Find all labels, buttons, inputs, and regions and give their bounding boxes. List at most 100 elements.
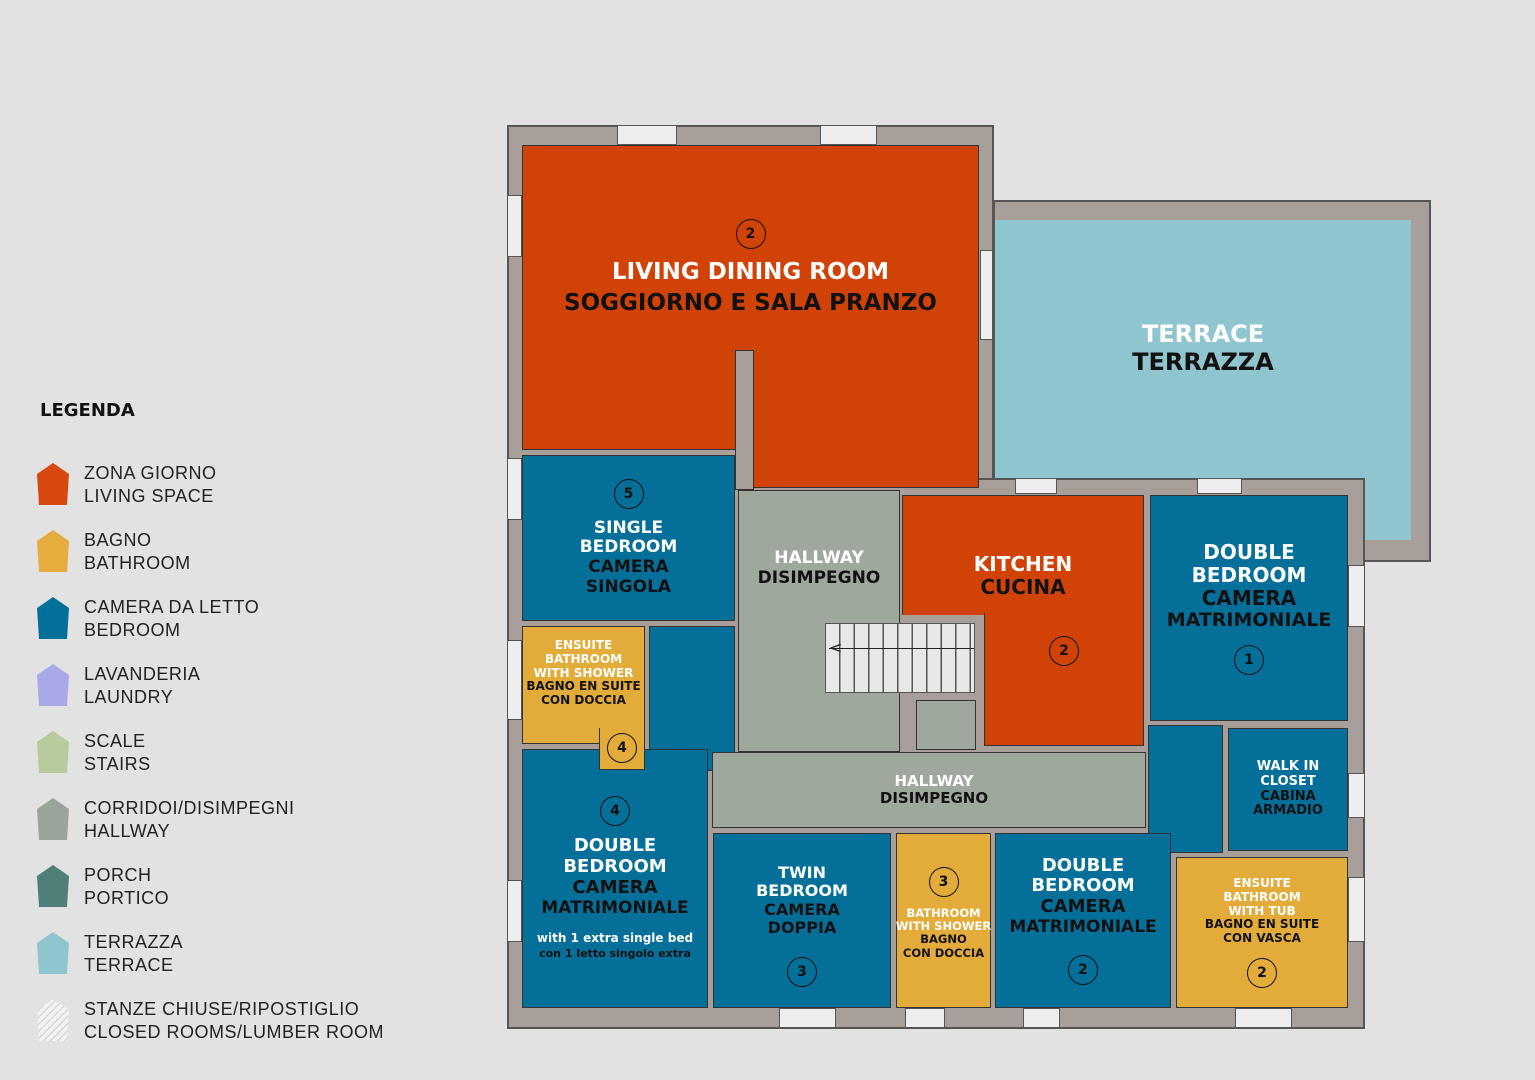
legend-swatch-icon — [37, 597, 69, 639]
legend-swatch-icon — [37, 798, 69, 840]
legend-item: ZONA GIORNO LIVING SPACE — [36, 462, 217, 508]
room-number-badge: 2 — [1247, 957, 1277, 988]
room-label-en: BEDROOM — [1191, 562, 1307, 587]
legend-label-it: CAMERA DA LETTO — [84, 597, 260, 617]
room-label-en: WALK IN — [1256, 758, 1320, 774]
room-label-en: CLOSET — [1260, 773, 1316, 789]
legend-swatch-icon — [37, 463, 69, 505]
room-number-badge: 3 — [928, 867, 959, 897]
terrace-corner — [1365, 478, 1411, 540]
legend-label-it: CORRIDOI/DISIMPEGNI — [84, 798, 295, 818]
legend-swatch-icon — [37, 932, 69, 974]
small-closet — [916, 700, 976, 750]
room-label-en: BEDROOM — [579, 537, 678, 558]
legend-label-en: LIVING SPACE — [84, 486, 214, 506]
terrace-door — [1197, 478, 1242, 494]
room-number-badge: 4 — [607, 733, 637, 763]
window — [779, 1008, 836, 1028]
legend-label-it: TERRAZZA — [84, 932, 184, 952]
room-label-en: BEDROOM — [1031, 875, 1135, 897]
terrace-door — [1015, 478, 1057, 494]
legend-item: SCALE STAIRS — [36, 730, 151, 776]
legend-label-it: STANZE CHIUSE/RIPOSTIGLIO — [84, 999, 360, 1019]
room-label-it: SINGOLA — [585, 576, 672, 597]
legend-label-en: BATHROOM — [84, 553, 191, 573]
room-label-it: BAGNO EN SUITE — [526, 679, 641, 694]
room-label-it: CABINA — [1260, 788, 1316, 804]
room-number-badge: 4 — [600, 796, 630, 827]
legend-item: STANZE CHIUSE/RIPOSTIGLIO CLOSED ROOMS/LU… — [36, 998, 384, 1044]
room-label-it: CON DOCCIA — [902, 945, 985, 960]
closet-bedroom-4 — [649, 626, 735, 771]
legend-item: PORCH PORTICO — [36, 864, 169, 910]
room-label-it: BAGNO — [920, 932, 967, 947]
room-label-en: BEDROOM — [563, 856, 667, 878]
room-number-badge: 5 — [613, 478, 644, 509]
window — [617, 125, 677, 145]
legend-swatch-icon — [37, 664, 69, 706]
room-label-en: LIVING DINING ROOM — [612, 259, 889, 286]
window — [905, 1008, 945, 1028]
room-double-bedroom-1: DOUBLE BEDROOM CAMERA MATRIMONIALE 1 — [1150, 495, 1348, 721]
room-label-en: WITH SHOWER — [895, 919, 992, 934]
legend-label-it: ZONA GIORNO — [84, 463, 217, 483]
window — [1348, 565, 1365, 627]
legend-label-it: SCALE — [84, 731, 146, 751]
window — [1235, 1008, 1292, 1028]
window — [1348, 773, 1365, 818]
room-label-en: SINGLE — [593, 517, 664, 538]
room-label-it: CUCINA — [980, 574, 1066, 599]
room-label-it: CAMERA — [588, 557, 669, 577]
room-label-en: HALLWAY — [894, 771, 974, 790]
room-label-en: KITCHEN — [973, 551, 1073, 576]
badge-holder: 4 — [607, 733, 637, 763]
room-hallway-upper: HALLWAY DISIMPEGNO — [738, 490, 900, 752]
legend-label-en: HALLWAY — [84, 821, 171, 841]
legend-label-en: PORTICO — [84, 888, 170, 908]
legend-label-it: PORCH — [84, 865, 152, 885]
room-double-bedroom-2: DOUBLE BEDROOM CAMERA MATRIMONIALE 2 — [995, 833, 1171, 1008]
living-extension — [754, 440, 979, 488]
room-bathroom-3: 3 BATHROOM WITH SHOWER BAGNO CON DOCCIA — [896, 833, 991, 1008]
room-label-it: DISIMPEGNO — [757, 567, 881, 588]
room-label-en: ENSUITE — [554, 638, 613, 652]
room-ensuite-bathroom-2: ENSUITE BATHROOM WITH TUB BAGNO EN SUITE… — [1176, 857, 1348, 1008]
window — [507, 640, 522, 720]
window — [507, 195, 522, 257]
room-number-badge: 2 — [1068, 955, 1098, 986]
room-terrace: TERRACE TERRAZZA — [995, 220, 1411, 478]
room-label-it: TERRAZZA — [1132, 348, 1274, 376]
window — [507, 880, 522, 942]
room-label-it: BAGNO EN SUITE — [1204, 917, 1320, 932]
room-label-it: CAMERA — [1040, 896, 1126, 918]
room-label-it: MATRIMONIALE — [1009, 916, 1157, 937]
room-label-it: CAMERA — [572, 876, 658, 898]
room-number-badge: 1 — [1234, 645, 1264, 676]
legend-swatch-icon — [37, 865, 69, 907]
legend-swatch-icon — [37, 530, 69, 572]
room-twin-bedroom: TWIN BEDROOM CAMERA DOPPIA 3 — [713, 833, 891, 1008]
window — [507, 458, 522, 520]
legend-label-it: LAVANDERIA — [84, 664, 201, 684]
room-double-bedroom-4: 4 DOUBLE BEDROOM CAMERA MATRIMONIALE wit… — [522, 749, 708, 1008]
legend-item: CORRIDOI/DISIMPEGNI HALLWAY — [36, 797, 295, 843]
room-label-en: HALLWAY — [774, 548, 864, 568]
room-label-it: MATRIMONIALE — [541, 897, 689, 918]
room-label-it: MATRIMONIALE — [1166, 608, 1332, 631]
room-ensuite-bathroom-4: ENSUITE BATHROOM WITH SHOWER BAGNO EN SU… — [522, 626, 645, 744]
room-label-it: SOGGIORNO E SALA PRANZO — [564, 289, 937, 316]
room-label-en: BATHROOM — [1223, 889, 1301, 904]
room-label-en: TERRACE — [1141, 320, 1265, 349]
legend-label-en: STAIRS — [84, 754, 151, 774]
legend-label-en: CLOSED ROOMS/LUMBER ROOM — [84, 1022, 385, 1042]
room-label-it: DOPPIA — [767, 917, 837, 937]
room-label-en: DOUBLE — [1203, 539, 1295, 564]
room-label-en: WITH TUB — [1228, 903, 1296, 918]
legend-swatch-icon — [37, 731, 69, 773]
room-number-badge: 2 — [1049, 636, 1079, 666]
room-label-en: WITH SHOWER — [533, 665, 634, 680]
room-label-en: DOUBLE — [573, 835, 657, 857]
room-note-it: con 1 letto singolo extra — [539, 946, 691, 960]
